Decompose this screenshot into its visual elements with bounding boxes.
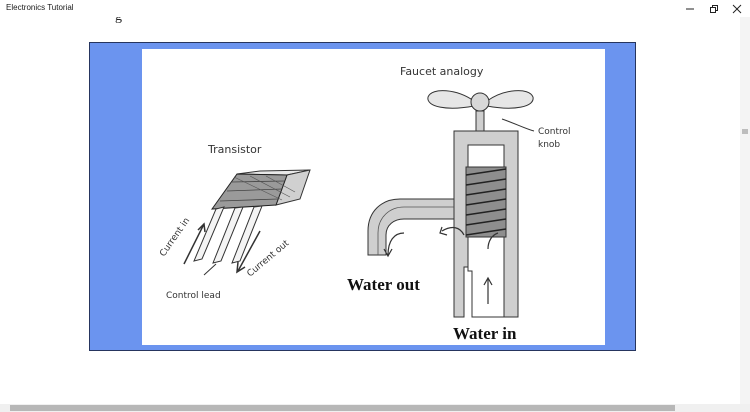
clipped-heading-fragment: g xyxy=(115,17,122,25)
faucet-body xyxy=(367,130,519,318)
horizontal-scrollbar[interactable] xyxy=(0,404,750,412)
transistor-faucet-illustration: Transistor xyxy=(142,49,605,345)
restore-button[interactable] xyxy=(701,0,727,17)
vertical-scrollbar-thumb[interactable] xyxy=(742,129,748,134)
current-in-arrow xyxy=(183,222,206,265)
vertical-scrollbar[interactable] xyxy=(740,17,750,404)
transistor-title: Transistor xyxy=(207,143,262,156)
current-in-label: Current in xyxy=(158,216,192,258)
water-flow-arrows xyxy=(383,226,499,304)
document-content: g Transistor xyxy=(0,17,740,404)
illustration-svg: Transistor xyxy=(158,65,571,343)
transistor-leads xyxy=(193,205,263,264)
figure-frame: Transistor xyxy=(89,42,636,351)
control-knob-label-line1: Control xyxy=(538,127,571,137)
title-bar: Electronics Tutorial xyxy=(0,0,750,17)
minimize-button[interactable] xyxy=(677,0,703,17)
minimize-icon xyxy=(686,8,694,9)
close-button[interactable] xyxy=(724,0,750,17)
transistor-body xyxy=(210,169,311,210)
control-knob-pointer xyxy=(501,118,535,132)
control-knob-label-line2: knob xyxy=(538,140,560,150)
horizontal-scrollbar-thumb[interactable] xyxy=(10,405,675,411)
current-out-arrow xyxy=(236,230,261,274)
restore-icon xyxy=(710,4,718,13)
faucet-title: Faucet analogy xyxy=(400,65,484,78)
close-icon xyxy=(732,4,742,13)
water-out-label: Water out xyxy=(347,275,420,294)
control-lead-label: Control lead xyxy=(166,291,221,301)
app-title: Electronics Tutorial xyxy=(6,3,74,12)
control-lead-pointer xyxy=(203,263,217,276)
water-in-label: Water in xyxy=(453,324,517,343)
